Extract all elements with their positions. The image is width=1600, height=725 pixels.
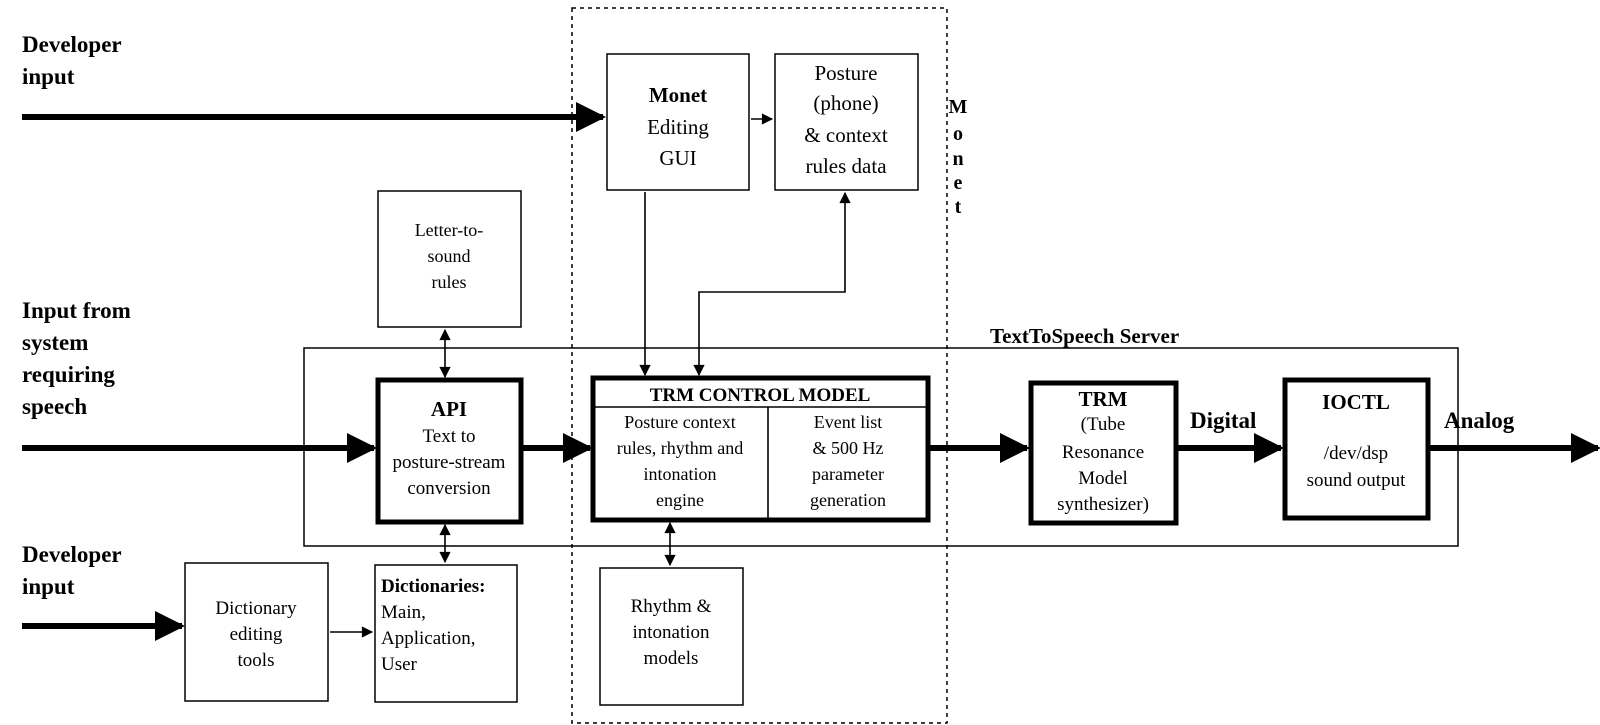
input-from-system-label-4: speech (22, 394, 87, 419)
developer-input-top-label-2: input (22, 64, 75, 89)
ioctl-box (1282, 377, 1431, 521)
trm-line1: (Tube (1081, 414, 1126, 435)
input-from-system-label: Input from (22, 298, 131, 323)
developer-input-bottom-label-2: input (22, 574, 75, 599)
posture-rules-line4: rules data (805, 154, 887, 178)
posture-trm-control-link (693, 191, 851, 377)
trm-control-left1: Posture context (624, 412, 735, 432)
analog-label: Analog (1444, 408, 1515, 433)
monet-gui-line1: Editing (647, 115, 709, 139)
api-line3: conversion (407, 478, 491, 499)
trm-title: TRM (1079, 387, 1128, 411)
trm-control-left4: engine (656, 490, 704, 510)
letter-to-sound-line3: rules (432, 272, 467, 292)
monet-vertical-m: M (949, 96, 968, 118)
dictionaries-line1: Main, (381, 602, 426, 623)
trm-control-right2: & 500 Hz (813, 438, 884, 458)
trm-control-right3: parameter (812, 464, 884, 484)
monet-gui-line2: GUI (659, 146, 696, 170)
monet-vertical-n: n (952, 148, 963, 170)
letter-to-sound-box (377, 190, 522, 328)
api-title: API (431, 397, 467, 421)
developer-input-top-label: Developer (22, 32, 122, 57)
input-from-system-label-3: requiring (22, 362, 115, 387)
api-line1: Text to (422, 426, 475, 447)
api-line2: posture-stream (393, 452, 506, 473)
dictionaries-box (374, 564, 518, 703)
trm-line2: Resonance (1062, 442, 1144, 463)
rhythm-line2: intonation (632, 622, 710, 643)
trm-line4: synthesizer) (1057, 494, 1149, 515)
developer-input-bottom-label: Developer (22, 542, 122, 567)
dictionaries-line2: Application, (381, 628, 475, 649)
dictionary-tools-box (184, 562, 329, 702)
trm-control-model-box (590, 375, 931, 523)
monet-vertical-o: o (953, 123, 963, 145)
trm-control-right1: Event list (814, 412, 883, 432)
letter-to-sound-line1: Letter-to- (415, 220, 484, 240)
rhythm-line3: models (644, 648, 699, 669)
api-box (375, 377, 524, 525)
dict-tools-line3: tools (238, 650, 275, 671)
posture-rules-box (774, 53, 919, 191)
posture-rules-line1: Posture (815, 61, 878, 85)
dict-tools-line1: Dictionary (215, 598, 297, 619)
rhythm-line1: Rhythm & (631, 596, 712, 617)
ioctl-line2: sound output (1307, 470, 1406, 491)
monet-region (571, 7, 948, 724)
letter-to-sound-line2: sound (427, 246, 470, 266)
posture-rules-line2: (phone) (813, 91, 878, 115)
ioctl-title: IOCTL (1322, 390, 1390, 414)
monet-vertical-e: e (954, 172, 963, 194)
trm-control-left3: intonation (644, 464, 717, 484)
trm-line3: Model (1078, 468, 1128, 489)
dict-tools-line2: editing (230, 624, 283, 645)
digital-label: Digital (1190, 408, 1256, 433)
ioctl-line1: /dev/dsp (1324, 443, 1388, 464)
rhythm-intonation-box (599, 567, 744, 706)
trm-control-right4: generation (810, 490, 886, 510)
monet-vertical-t: t (955, 196, 962, 218)
input-from-system-label-2: system (22, 330, 88, 355)
monet-gui-title: Monet (649, 83, 707, 107)
posture-rules-line3: & context (804, 123, 888, 147)
trm-synthesizer-box (1028, 380, 1179, 526)
server-label: TextToSpeech Server (990, 324, 1179, 348)
dictionaries-line3: User (381, 654, 418, 675)
dictionaries-title: Dictionaries: (381, 576, 485, 597)
trm-control-title: TRM CONTROL MODEL (650, 385, 871, 406)
trm-control-left2: rules, rhythm and (617, 438, 743, 458)
monet-editing-gui-box (606, 53, 750, 191)
